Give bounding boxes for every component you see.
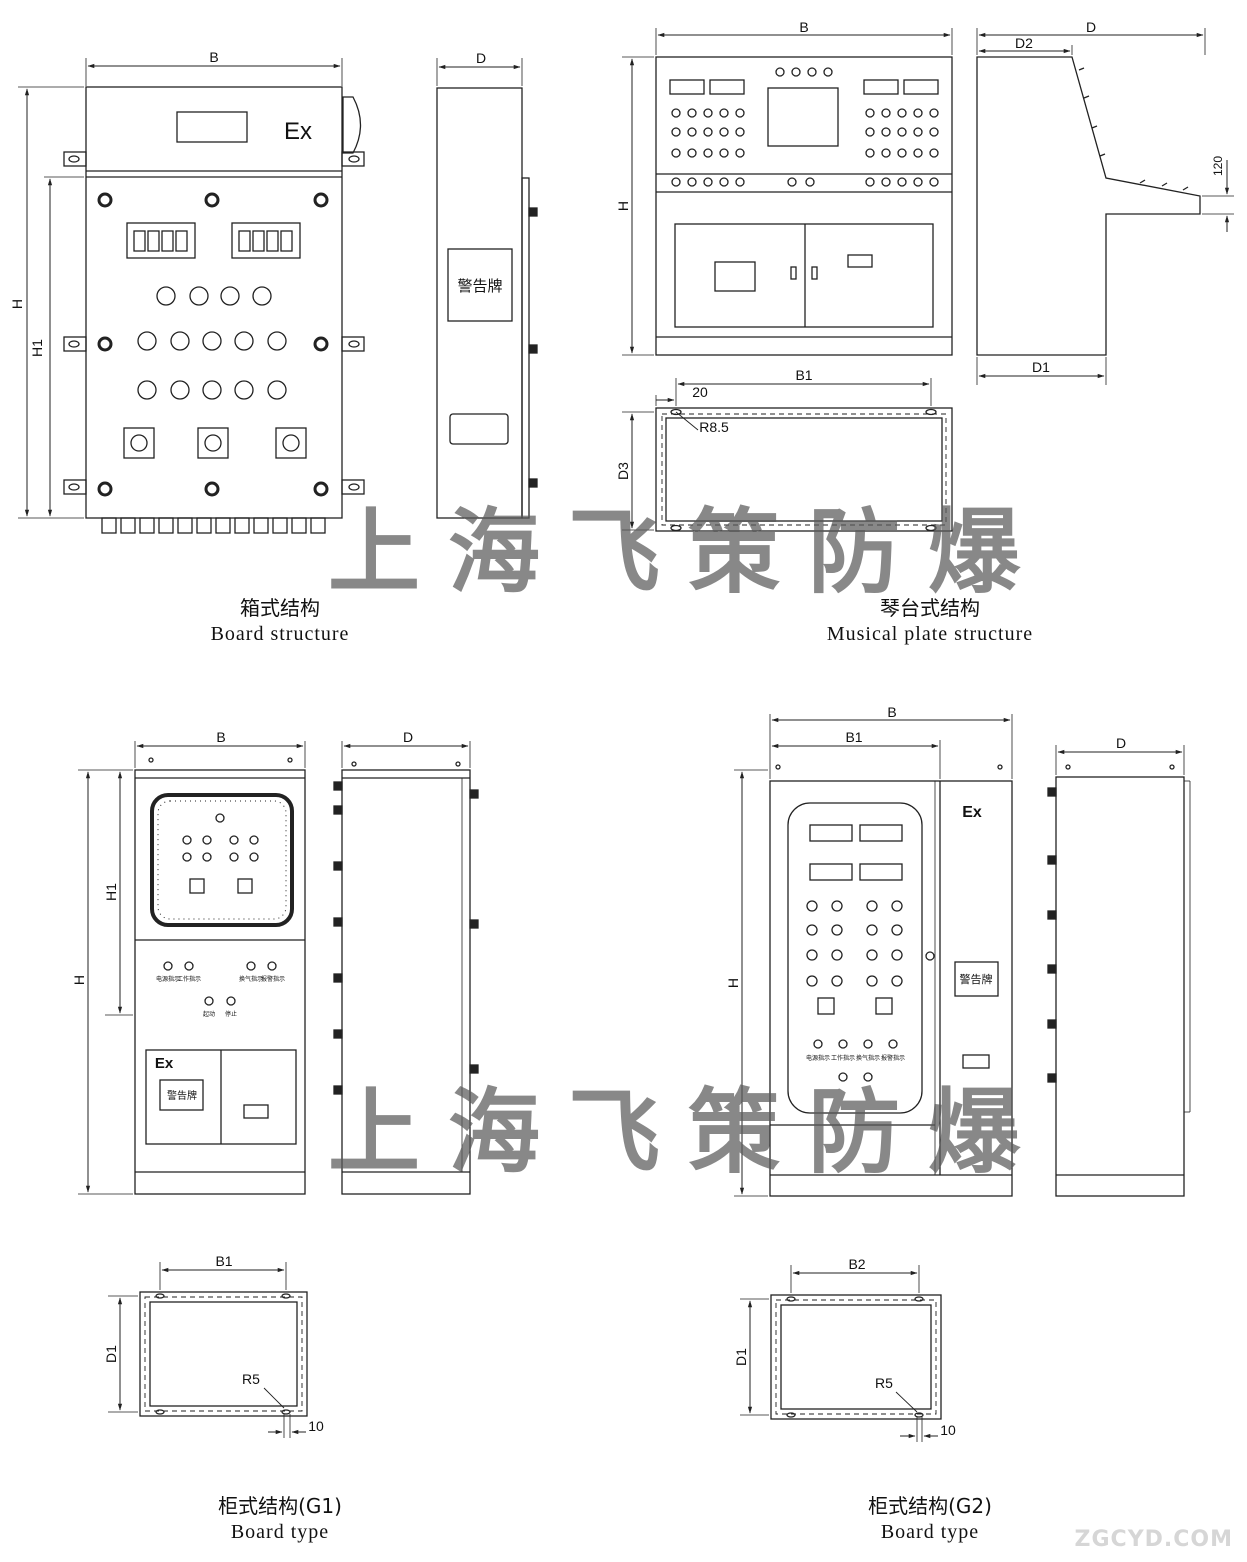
dim-label-20: 20 bbox=[692, 384, 708, 400]
caption-piano-en: Musical plate structure bbox=[826, 623, 1034, 645]
button-label-stop: 停止 bbox=[225, 1010, 237, 1018]
lamp-label-work: 工作指示 bbox=[831, 1054, 855, 1062]
g1-side-view bbox=[333, 741, 479, 1195]
caption-g1: 柜式结构(G1) Board type bbox=[170, 1490, 390, 1544]
dim-label-b: B bbox=[209, 49, 218, 65]
lamp-label-power: 电源指示 bbox=[156, 975, 180, 983]
dim-label-d: D bbox=[1086, 19, 1096, 35]
dim-label-h1: H1 bbox=[29, 339, 45, 357]
caption-g1-en: Board type bbox=[230, 1521, 330, 1543]
dim-label-10: 10 bbox=[940, 1422, 956, 1438]
dim-label-d2: D2 bbox=[1015, 35, 1033, 51]
g1-base-plan bbox=[108, 1262, 308, 1438]
g2-front-view bbox=[734, 714, 1013, 1197]
lamp-label-alarm: 报警指示 bbox=[261, 975, 285, 983]
dim-label-b: B bbox=[216, 729, 225, 745]
dim-label-r5: R5 bbox=[875, 1375, 893, 1391]
caption-box-cn: 箱式结构 bbox=[240, 596, 320, 620]
dim-label-d1: D1 bbox=[733, 1348, 749, 1366]
dim-label-h: H bbox=[615, 201, 631, 211]
dim-label-d1: D1 bbox=[103, 1345, 119, 1363]
site-watermark: ZGCYD.COM bbox=[1074, 1527, 1233, 1552]
piano-lamps bbox=[671, 108, 939, 187]
g1-front-view bbox=[78, 741, 306, 1195]
ex-mark: Ex bbox=[284, 118, 312, 145]
dim-label-b1: B1 bbox=[795, 367, 812, 383]
dim-label-b1: B1 bbox=[215, 1253, 232, 1269]
dim-label-10: 10 bbox=[308, 1418, 324, 1434]
lamp-label-work: 工作指示 bbox=[177, 975, 201, 983]
lamp-label-alarm: 报警指示 bbox=[881, 1054, 905, 1062]
warning-sign: 警告牌 bbox=[457, 277, 502, 295]
dim-label-h: H bbox=[9, 299, 25, 309]
caption-g2: 柜式结构(G2) Board type bbox=[820, 1490, 1040, 1544]
dim-label-d3: D3 bbox=[615, 462, 631, 480]
lamp-label-vent: 换气指示 bbox=[239, 975, 263, 983]
dim-label-h: H bbox=[71, 975, 87, 985]
box-front-view bbox=[18, 58, 365, 534]
g2-base-plan bbox=[740, 1265, 942, 1442]
caption-piano-cn: 琴台式结构 bbox=[880, 596, 980, 620]
button-label-start: 起动 bbox=[203, 1010, 215, 1018]
lamp-label-vent: 换气指示 bbox=[856, 1054, 880, 1062]
caption-box-structure: 箱式结构 Board structure bbox=[170, 592, 390, 646]
g2-side-view bbox=[1047, 745, 1191, 1197]
caption-g1-cn: 柜式结构(G1) bbox=[218, 1494, 342, 1518]
box-lamps bbox=[137, 286, 287, 400]
piano-base-plan bbox=[622, 378, 953, 532]
ex-mark: Ex bbox=[155, 1055, 174, 1072]
lamp-label-power: 电源指示 bbox=[806, 1054, 830, 1062]
piano-front-view bbox=[622, 28, 953, 356]
dim-label-d: D bbox=[476, 50, 486, 66]
dim-label-d: D bbox=[403, 729, 413, 745]
warning-sign: 警告牌 bbox=[960, 972, 993, 986]
box-side-view bbox=[436, 58, 538, 519]
watermark-top: 上海飞策防爆 bbox=[328, 499, 1049, 606]
dim-label-h1: H1 bbox=[103, 883, 119, 901]
dim-label-r5: R5 bbox=[242, 1371, 260, 1387]
g2-lamps bbox=[806, 900, 903, 1082]
dim-label-b2: B2 bbox=[848, 1256, 865, 1272]
dim-label-h: H bbox=[725, 978, 741, 988]
dim-label-r85: R8.5 bbox=[699, 419, 729, 435]
caption-g2-cn: 柜式结构(G2) bbox=[868, 1494, 992, 1518]
dim-label-b1: B1 bbox=[845, 729, 862, 745]
dim-label-120: 120 bbox=[1211, 156, 1225, 176]
dim-label-b: B bbox=[799, 19, 808, 35]
caption-piano-structure: 琴台式结构 Musical plate structure bbox=[790, 592, 1070, 646]
dim-label-d1: D1 bbox=[1032, 359, 1050, 375]
dim-label-b: B bbox=[887, 704, 896, 720]
watermark-bottom: 上海飞策防爆 bbox=[328, 1079, 1049, 1186]
warning-sign: 警告牌 bbox=[167, 1089, 197, 1102]
ex-mark: Ex bbox=[962, 804, 982, 821]
piano-side-view bbox=[976, 28, 1234, 385]
dim-label-d: D bbox=[1116, 735, 1126, 751]
caption-box-en: Board structure bbox=[210, 623, 350, 645]
caption-g2-en: Board type bbox=[880, 1521, 980, 1543]
